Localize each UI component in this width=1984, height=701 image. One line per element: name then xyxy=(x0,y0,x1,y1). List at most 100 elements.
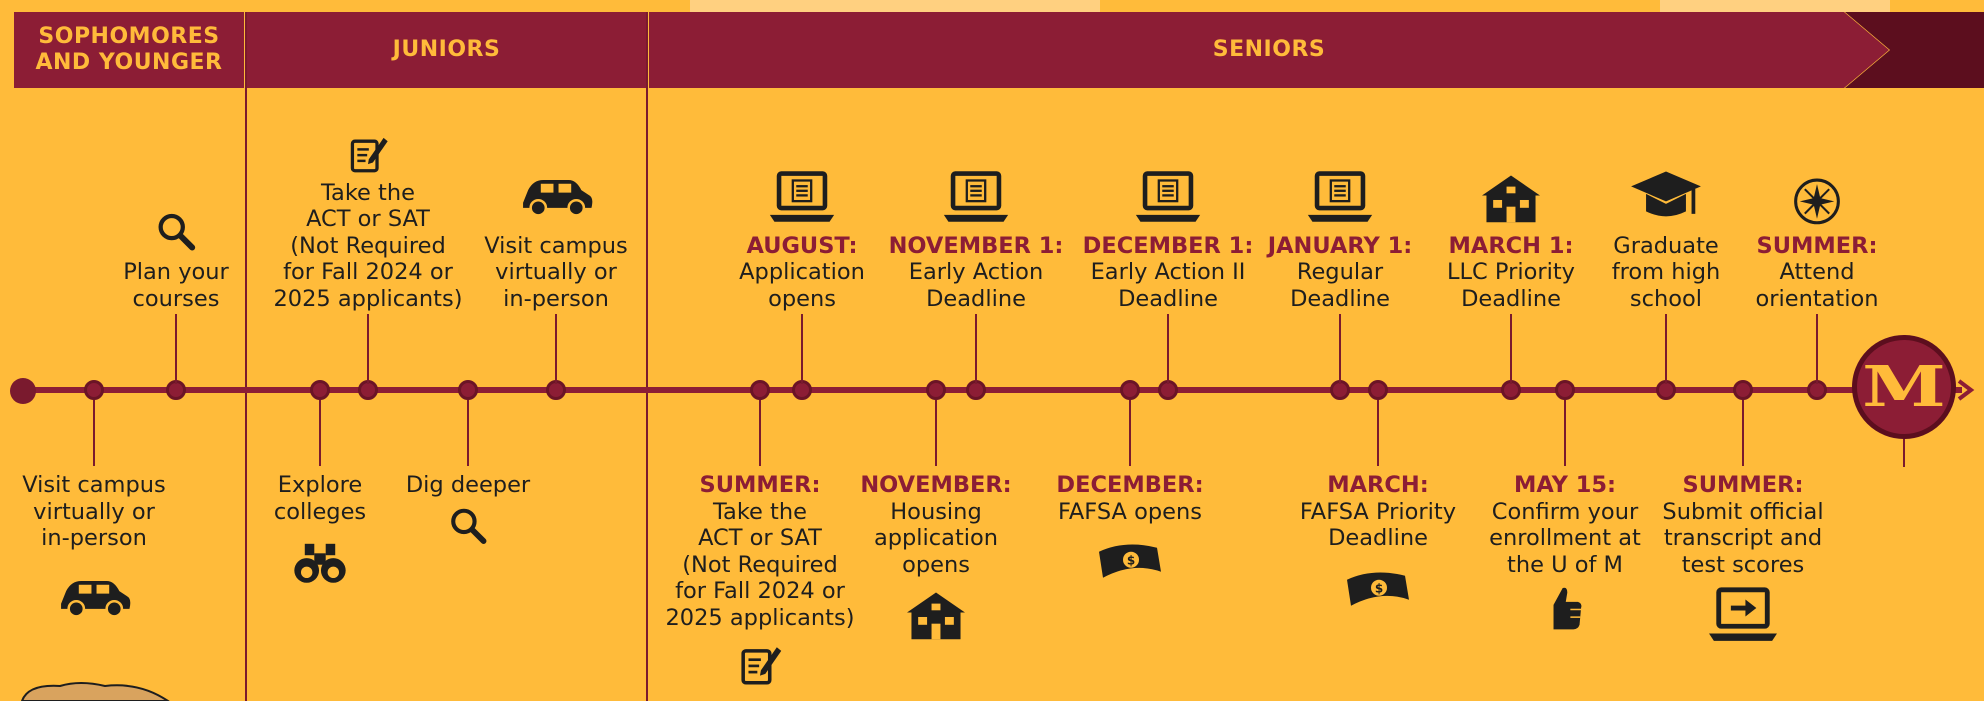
divider-seniors xyxy=(646,12,648,701)
timeline-dot xyxy=(458,380,478,400)
milestone-text: FAFSA Priority Deadline xyxy=(1299,498,1457,552)
milestone-text: Take the ACT or SAT (Not Required for Fa… xyxy=(665,498,855,631)
gopher-mascot-partial-icon xyxy=(20,682,170,701)
milestone-label-above-7: MARCH 1:LLC Priority Deadline xyxy=(1401,233,1621,313)
divider-juniors xyxy=(245,12,247,701)
connector-line xyxy=(1510,314,1512,384)
header-seniors-label: SENIORS xyxy=(1212,37,1326,62)
milestone-text: Visit campus virtually or in-person xyxy=(22,472,166,551)
money-icon: $ xyxy=(1343,560,1413,617)
connector-line xyxy=(1816,314,1818,384)
milestone-label-above-4: NOVEMBER 1:Early Action Deadline xyxy=(866,233,1086,313)
milestone-label-above-3: AUGUST:Application opens xyxy=(692,233,912,313)
header-seniors: SENIORS xyxy=(649,12,1889,88)
milestone-label-above-2: Visit campus virtually or in-person xyxy=(446,233,666,313)
milestone-date: NOVEMBER 1: xyxy=(888,232,1064,259)
house-icon xyxy=(1477,171,1545,227)
milestone-text: Early Action II Deadline xyxy=(1090,259,1246,312)
milestone-label-below-8: SUMMER:Submit official transcript and te… xyxy=(1633,472,1853,578)
search-icon xyxy=(150,210,202,253)
milestone-text: Explore colleges xyxy=(273,472,367,525)
pencil-paper-icon xyxy=(343,133,393,174)
milestone-label-above-5: DECEMBER 1:Early Action II Deadline xyxy=(1058,233,1278,313)
search-icon xyxy=(443,505,493,546)
house-icon xyxy=(902,588,970,644)
milestone-date: NOVEMBER: xyxy=(860,472,1012,498)
compass-icon xyxy=(1786,176,1848,227)
milestone-text: Plan your courses xyxy=(123,259,229,312)
milestone-label-above-8: Graduate from high school xyxy=(1556,233,1776,313)
milestone-date: DECEMBER: xyxy=(1056,472,1204,498)
milestone-text: Visit campus virtually or in-person xyxy=(484,232,628,312)
laptop-icon xyxy=(767,169,837,226)
milestone-label-above-6: JANUARY 1:Regular Deadline xyxy=(1230,233,1450,313)
connector-line xyxy=(1129,400,1131,466)
binoculars-icon xyxy=(291,540,349,588)
timeline-arrow-icon xyxy=(1957,379,1975,401)
header-sophomores: SOPHOMORES AND YOUNGER xyxy=(14,12,244,88)
milestone-label-below-6: MARCH:FAFSA Priority Deadline xyxy=(1268,472,1488,552)
connector-line xyxy=(1339,314,1341,384)
milestone-text: Application opens xyxy=(739,259,865,312)
milestone-label-below-2: Dig deeper xyxy=(358,472,578,499)
connector-line xyxy=(759,400,761,466)
milestone-text: LLC Priority Deadline xyxy=(1446,259,1575,312)
timeline-dot xyxy=(84,380,104,400)
milestone-label-below-3: SUMMER:Take the ACT or SAT (Not Required… xyxy=(650,472,870,631)
connector-line xyxy=(367,314,369,384)
header-juniors-label: JUNIORS xyxy=(392,37,501,62)
connector-line xyxy=(467,400,469,466)
car-icon xyxy=(518,164,594,226)
timeline-dot xyxy=(1120,380,1140,400)
timeline-dot xyxy=(750,380,770,400)
university-logo-icon: M xyxy=(1852,335,1956,439)
milestone-date: SUMMER: xyxy=(1756,232,1878,259)
milestone-text: Dig deeper xyxy=(405,472,531,498)
connector-line xyxy=(555,314,557,384)
connector-line xyxy=(1167,314,1169,384)
milestone-text: Regular Deadline xyxy=(1290,259,1390,312)
milestone-label-below-4: NOVEMBER:Housing application opens xyxy=(826,472,1046,578)
timeline-dot xyxy=(926,380,946,400)
connector-line xyxy=(93,400,95,466)
connector-line xyxy=(1665,314,1667,384)
seniors-arrow-banner xyxy=(649,12,1889,88)
timeline-dot xyxy=(1733,380,1753,400)
laptop-icon xyxy=(1305,169,1375,226)
timeline-line xyxy=(22,387,1962,393)
timeline-start-dot xyxy=(10,378,36,404)
milestone-label-below-5: DECEMBER:FAFSA opens xyxy=(1020,472,1240,525)
milestone-label-above-0: Plan your courses xyxy=(66,259,286,312)
milestone-date: DECEMBER 1: xyxy=(1082,232,1254,259)
pencil-paper-icon xyxy=(733,642,787,686)
connector-line xyxy=(175,314,177,384)
connector-line xyxy=(801,314,803,384)
svg-text:$: $ xyxy=(1127,554,1135,568)
milestone-date: SUMMER: xyxy=(699,472,821,498)
milestone-label-below-1: Explore colleges xyxy=(210,472,430,525)
header-sophomores-label: SOPHOMORES AND YOUNGER xyxy=(35,24,223,75)
svg-text:$: $ xyxy=(1375,582,1383,596)
header-juniors: JUNIORS xyxy=(247,12,646,88)
milestone-text: Take the ACT or SAT (Not Required for Fa… xyxy=(273,179,463,312)
milestone-date: MAY 15: xyxy=(1513,472,1617,498)
milestone-date: AUGUST: xyxy=(746,232,858,259)
timeline-dot xyxy=(1368,380,1388,400)
top-accent-strip xyxy=(690,0,1890,12)
milestone-text: Early Action Deadline xyxy=(908,259,1044,312)
milestone-label-below-7: MAY 15:Confirm your enrollment at the U … xyxy=(1455,472,1675,578)
milestone-date: MARCH 1: xyxy=(1448,232,1574,259)
connector-line xyxy=(319,400,321,466)
timeline-dot xyxy=(310,380,330,400)
milestone-text: Confirm your enrollment at the U of M xyxy=(1489,498,1641,578)
milestone-text: FAFSA opens xyxy=(1058,498,1202,525)
connector-line xyxy=(1564,400,1566,466)
connector-line xyxy=(1742,400,1744,466)
laptop-arrow-icon xyxy=(1706,585,1780,646)
milestone-date: SUMMER: xyxy=(1682,472,1804,498)
graduation-cap-icon xyxy=(1628,164,1704,226)
milestone-label-above-1: Take the ACT or SAT (Not Required for Fa… xyxy=(258,180,478,313)
timeline-dot xyxy=(1555,380,1575,400)
laptop-icon xyxy=(941,169,1011,226)
milestone-text: Submit official transcript and test scor… xyxy=(1662,498,1824,578)
